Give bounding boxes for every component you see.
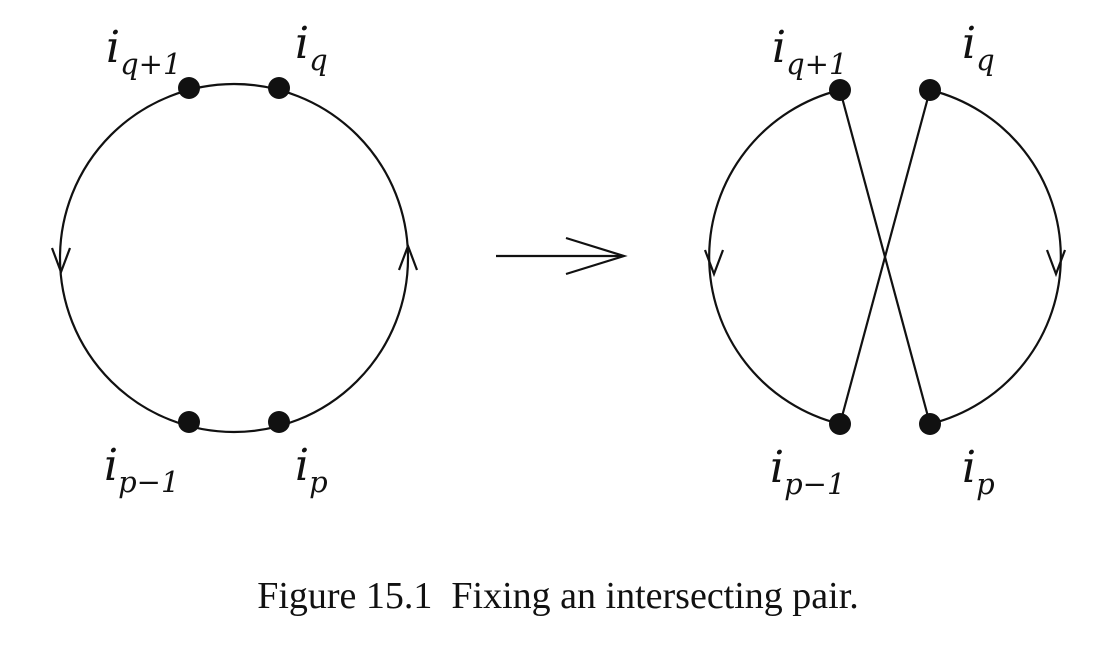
right-right-arc: [929, 88, 1062, 426]
left-label-iq1: iq+1: [106, 22, 181, 81]
left-label-ipm1: ip−1: [104, 440, 179, 499]
left-node-ipm1: [178, 411, 200, 433]
left-label-ip: ip: [295, 440, 328, 499]
left-label-iq: iq: [295, 18, 328, 77]
left-circle: [58, 82, 410, 434]
figure-caption: Figure 15.1 Fixing an intersecting pair.: [257, 575, 859, 617]
right-label-ipm1: ip−1: [770, 442, 845, 501]
right-label-iq: iq: [962, 18, 995, 77]
transform-arrow-head: [565, 236, 628, 276]
right-arrow-right-down: [1045, 249, 1067, 278]
left-cycle: [50, 77, 419, 434]
left-arrow-down: [50, 247, 72, 276]
left-node-iq: [268, 77, 290, 99]
left-arrow-up: [397, 242, 419, 271]
right-node-iq: [919, 79, 941, 101]
right-cycle: [703, 79, 1067, 435]
right-chord-b: [838, 89, 932, 425]
right-node-iq1: [829, 79, 851, 101]
left-node-ip: [268, 411, 290, 433]
left-node-iq1: [178, 77, 200, 99]
right-node-ipm1: [829, 413, 851, 435]
right-left-arc: [708, 88, 841, 426]
right-arrow-left-down: [703, 249, 725, 278]
right-node-ip: [919, 413, 941, 435]
right-label-ip: ip: [962, 442, 995, 501]
right-label-iq1: iq+1: [772, 22, 847, 81]
transform-arrow: [496, 236, 628, 276]
